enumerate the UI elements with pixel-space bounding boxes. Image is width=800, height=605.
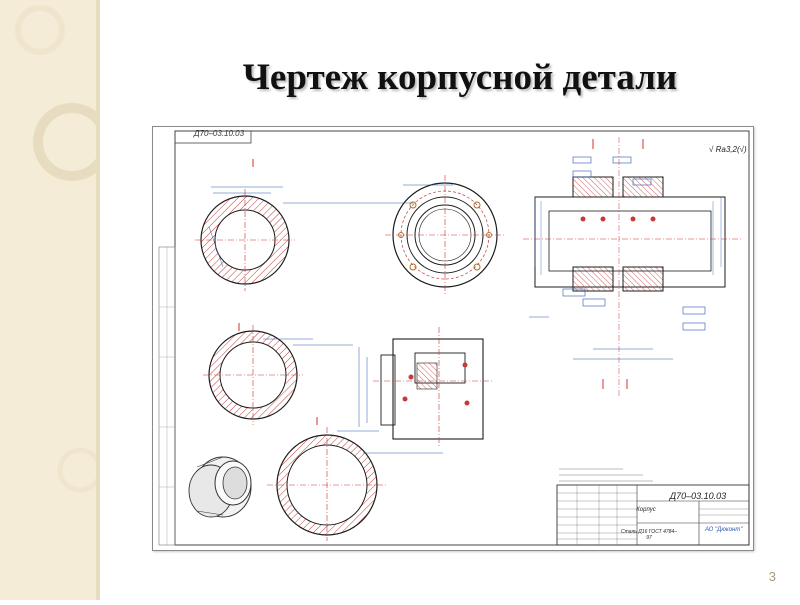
section-view-middle-left bbox=[203, 323, 353, 425]
isometric-view bbox=[188, 456, 252, 518]
technical-notes bbox=[559, 468, 653, 482]
side-view bbox=[358, 327, 493, 447]
title-block-part-name: Корпус bbox=[636, 507, 656, 513]
section-view-top-left bbox=[195, 159, 343, 291]
main-section-view bbox=[523, 137, 743, 397]
slide-number: 3 bbox=[768, 569, 776, 584]
roughness-symbol: √ Ra3,2(√) bbox=[709, 145, 747, 154]
title-block-code: Д70–03.10.03 bbox=[669, 491, 727, 501]
decorative-circles-icon bbox=[15, 5, 111, 493]
slide-title: Чертеж корпусной детали bbox=[242, 57, 678, 98]
title-block bbox=[556, 484, 750, 546]
decorative-strip-edge bbox=[96, 0, 100, 600]
drawing-canvas bbox=[158, 130, 750, 546]
technical-drawing: Д70–03.10.03 √ Ra3,2(√) Д70–03.10.03 Кор… bbox=[152, 126, 754, 551]
title-block-material: Сталь Д16 ГОСТ 4784–97 bbox=[621, 529, 677, 541]
flange-view bbox=[343, 175, 505, 295]
drawing-code-stamp: Д70–03.10.03 bbox=[193, 129, 245, 138]
title-block-company: АО "Дюконт" bbox=[705, 527, 743, 533]
decorative-left-strip bbox=[0, 0, 111, 600]
section-view-bottom-middle bbox=[267, 417, 443, 541]
